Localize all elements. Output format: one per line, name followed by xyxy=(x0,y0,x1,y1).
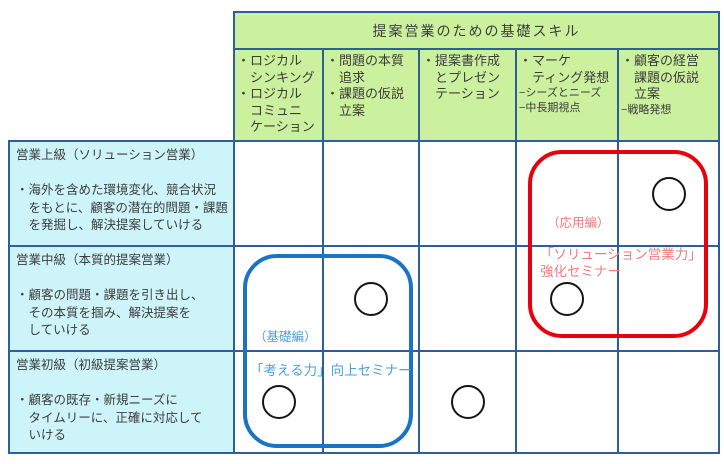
solution-sales-seminar-label: 「ソリューション営業力」 強化セミナー xyxy=(540,247,702,279)
column-header-problem-essence: ・問題の本質 追求・課題の仮説 立案 xyxy=(322,48,420,142)
matrix-cell xyxy=(233,140,324,247)
matrix-cell xyxy=(233,350,324,454)
basic-edition-label: （基礎編） xyxy=(254,330,317,344)
column-header-logical-thinking: ・ロジカル シンキング・ロジカル コミュニ ケーション xyxy=(233,48,324,142)
basic-group-outline xyxy=(243,254,413,448)
column-header-marketing: ・マーケ ティング発想−シーズとニーズ−中長期視点 xyxy=(515,48,619,142)
advanced-edition-label: （応用編） xyxy=(547,216,610,230)
matrix-cell xyxy=(515,140,619,247)
skill-circle-mark xyxy=(261,385,296,419)
matrix-cell xyxy=(418,350,517,454)
matrix-cell xyxy=(322,140,420,247)
row-header-middle-sales: 営業中級（本質的提案営業） ・顧客の問題・課題を引き出し、 その本質を掴み、解決… xyxy=(8,245,235,352)
skill-circle-mark xyxy=(450,385,485,419)
row-header-senior-sales: 営業上級（ソリューション営業） ・海外を含めた環境変化、競合状況 をもとに、顧客… xyxy=(8,140,235,247)
advanced-group-outline xyxy=(528,150,708,338)
column-header-customer-management: ・顧客の経営 課題の仮説 立案−戦略発想 xyxy=(617,48,720,142)
thinking-skill-seminar-label: 「考える力」向上セミナー xyxy=(250,363,412,378)
matrix-cell xyxy=(322,245,420,352)
table-title: 提案営業のための基礎スキル xyxy=(233,11,720,50)
matrix-cell xyxy=(617,140,720,247)
column-header-proposal-presentation: ・提案書作成 とプレゼン テーション xyxy=(418,48,517,142)
matrix-cell xyxy=(617,350,720,454)
matrix-cell xyxy=(418,245,517,352)
row-header-junior-sales: 営業初級（初級提案営業） ・顧客の既存・新規ニーズに タイムリーに、正確に対応し… xyxy=(8,350,235,454)
matrix-cell xyxy=(515,350,619,454)
matrix-cell xyxy=(418,140,517,247)
